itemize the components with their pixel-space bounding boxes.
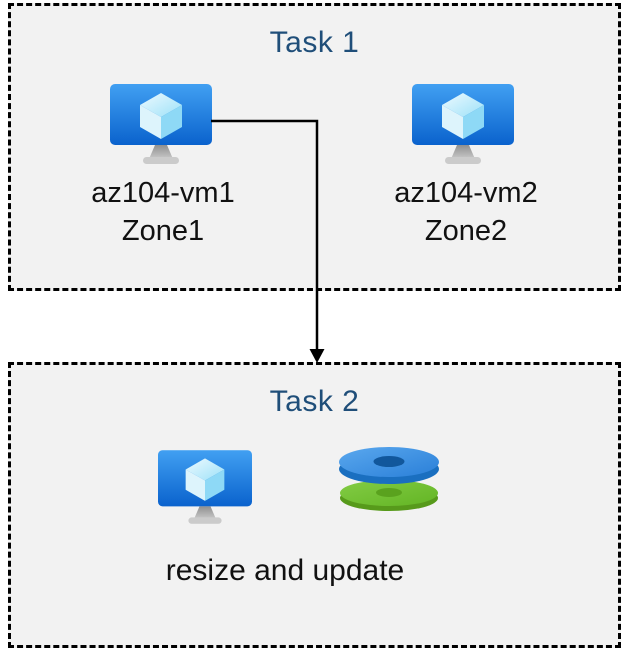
arrowhead-down-icon [309, 349, 325, 363]
virtual-machine-icon [412, 84, 514, 164]
task1-box: Task 1 az104-vm1 Zone1 az104-vm2 Zone2 [8, 3, 621, 291]
virtual-machine-icon [158, 450, 252, 524]
vm2-name: az104-vm2 [394, 177, 538, 209]
vm1-label: az104-vm1 Zone1 [13, 174, 313, 250]
task2-caption: resize and update [165, 554, 405, 587]
virtual-machine-icon [110, 84, 212, 164]
vm2-label: az104-vm2 Zone2 [316, 174, 616, 250]
task2-box: Task 2 resize and update [8, 362, 621, 648]
managed-disks-icon [338, 446, 440, 512]
task1-title: Task 1 [269, 26, 360, 59]
vm1-name: az104-vm1 [91, 177, 235, 209]
vm1-zone: Zone1 [121, 215, 205, 247]
vm2-zone: Zone2 [424, 215, 508, 247]
task2-title: Task 2 [269, 385, 360, 418]
